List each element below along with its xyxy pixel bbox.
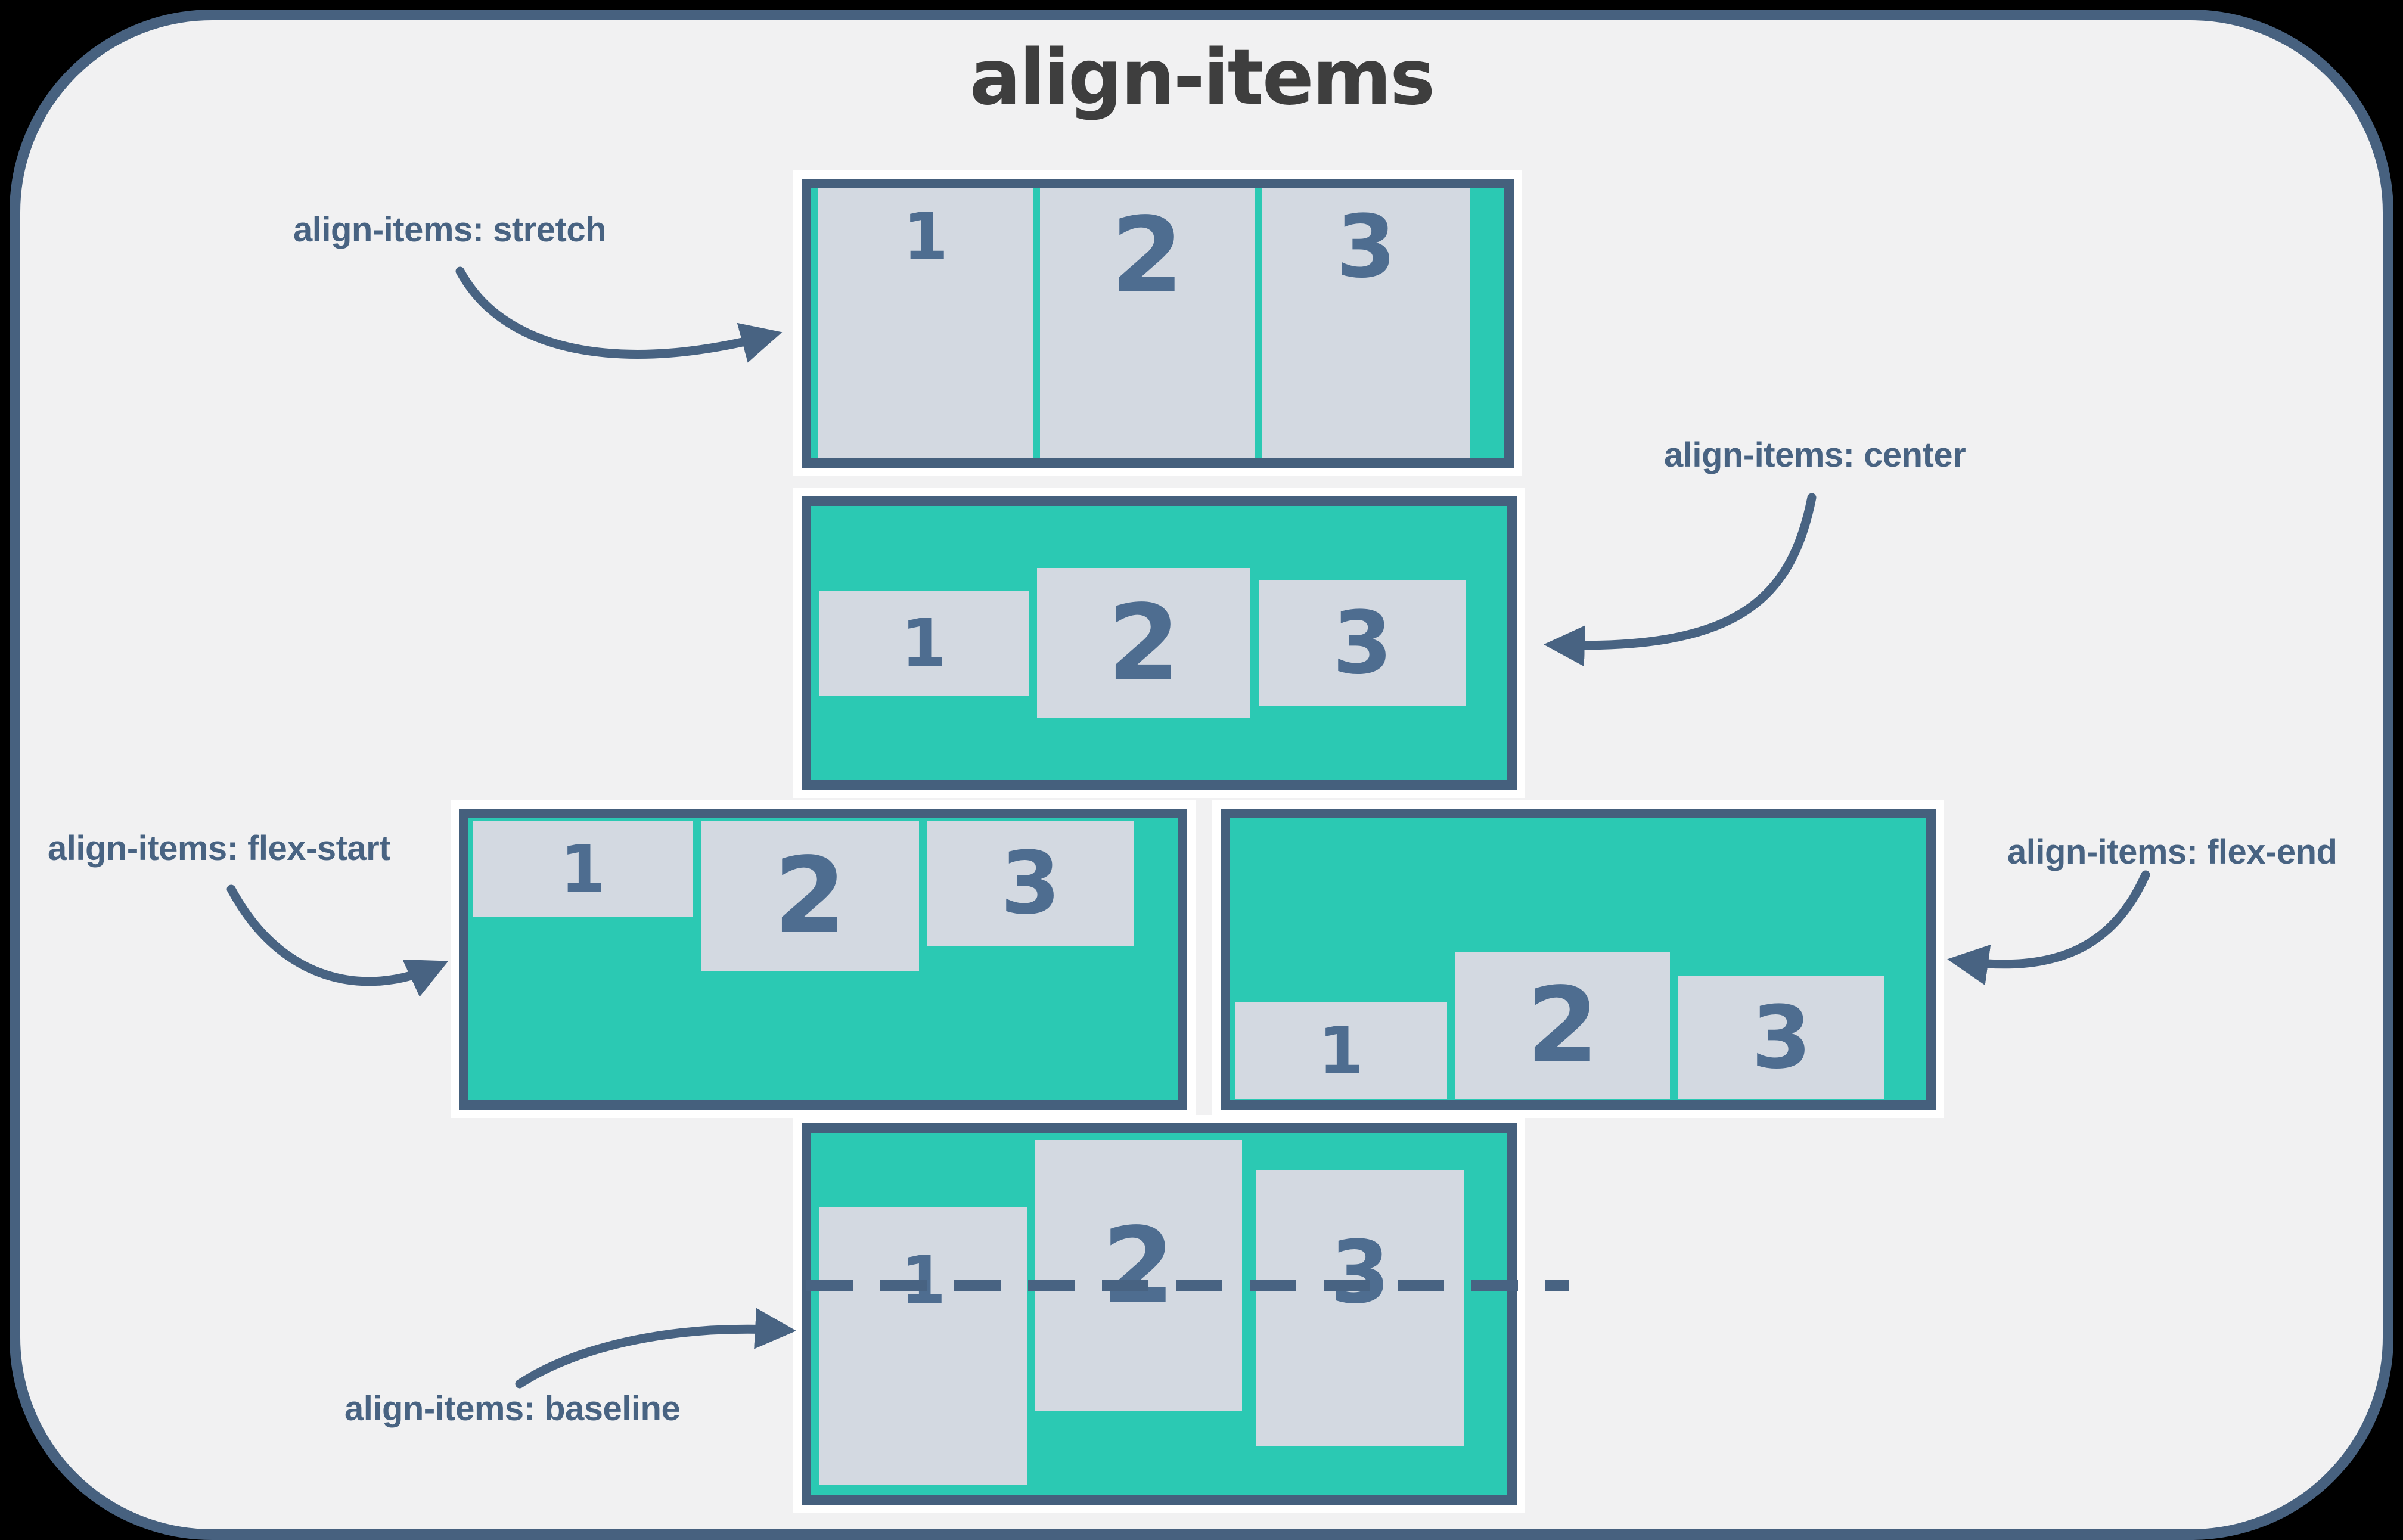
flex-container-flex-end: 1 2 3 <box>1221 809 1936 1110</box>
label-align-items-flex-start: align-items: flex-start <box>48 829 391 868</box>
flex-item-1: 1 <box>819 1207 1027 1485</box>
item-number: 2 <box>1111 195 1184 316</box>
flex-container-center: 1 2 3 <box>802 496 1517 790</box>
item-number: 3 <box>1751 987 1812 1088</box>
flex-container-flex-start: 1 2 3 <box>459 809 1187 1110</box>
flex-item-3: 3 <box>1678 976 1884 1099</box>
flex-item-2: 2 <box>1035 1140 1242 1411</box>
flex-item-2: 2 <box>1040 188 1255 458</box>
label-align-items-center: align-items: center <box>1664 436 1966 474</box>
item-number: 1 <box>1318 1013 1364 1089</box>
flex-item-2: 2 <box>1037 568 1250 718</box>
baseline-dashed-line <box>806 1280 1569 1291</box>
item-number: 3 <box>1336 197 1396 297</box>
flex-item-3: 3 <box>1259 580 1466 706</box>
flex-container-baseline: 1 2 3 <box>802 1123 1517 1505</box>
flex-item-1: 1 <box>818 188 1033 458</box>
item-number: 1 <box>901 1247 946 1313</box>
item-number: 3 <box>1000 833 1061 934</box>
flex-item-1: 1 <box>1235 1002 1447 1099</box>
item-number: 3 <box>1330 1222 1390 1323</box>
baseline-number-wrap: 1 <box>819 1207 1027 1313</box>
flex-item-1: 1 <box>819 591 1029 696</box>
item-number: 2 <box>1102 1205 1175 1327</box>
item-number: 3 <box>1332 592 1393 694</box>
label-align-items-flex-end: align-items: flex-end <box>2007 833 2337 871</box>
flex-container-stretch: 1 2 3 <box>802 179 1514 468</box>
flex-item-3: 3 <box>1262 188 1470 458</box>
item-number: 1 <box>902 198 949 275</box>
flex-item-2: 2 <box>1455 952 1670 1099</box>
item-number: 2 <box>1107 582 1180 704</box>
baseline-number-wrap: 2 <box>1035 1140 1242 1327</box>
item-number: 2 <box>774 835 846 957</box>
label-align-items-stretch: align-items: stretch <box>293 210 607 249</box>
flex-item-1: 1 <box>473 821 693 917</box>
item-number: 1 <box>901 605 947 681</box>
label-align-items-baseline: align-items: baseline <box>344 1389 681 1428</box>
flex-item-3: 3 <box>1256 1170 1464 1446</box>
flex-item-3: 3 <box>927 821 1134 946</box>
item-number: 1 <box>560 831 606 907</box>
flex-item-2: 2 <box>701 821 919 971</box>
page-title: align-items <box>969 33 1435 122</box>
baseline-number-wrap: 3 <box>1256 1170 1464 1323</box>
item-number: 2 <box>1526 965 1599 1086</box>
